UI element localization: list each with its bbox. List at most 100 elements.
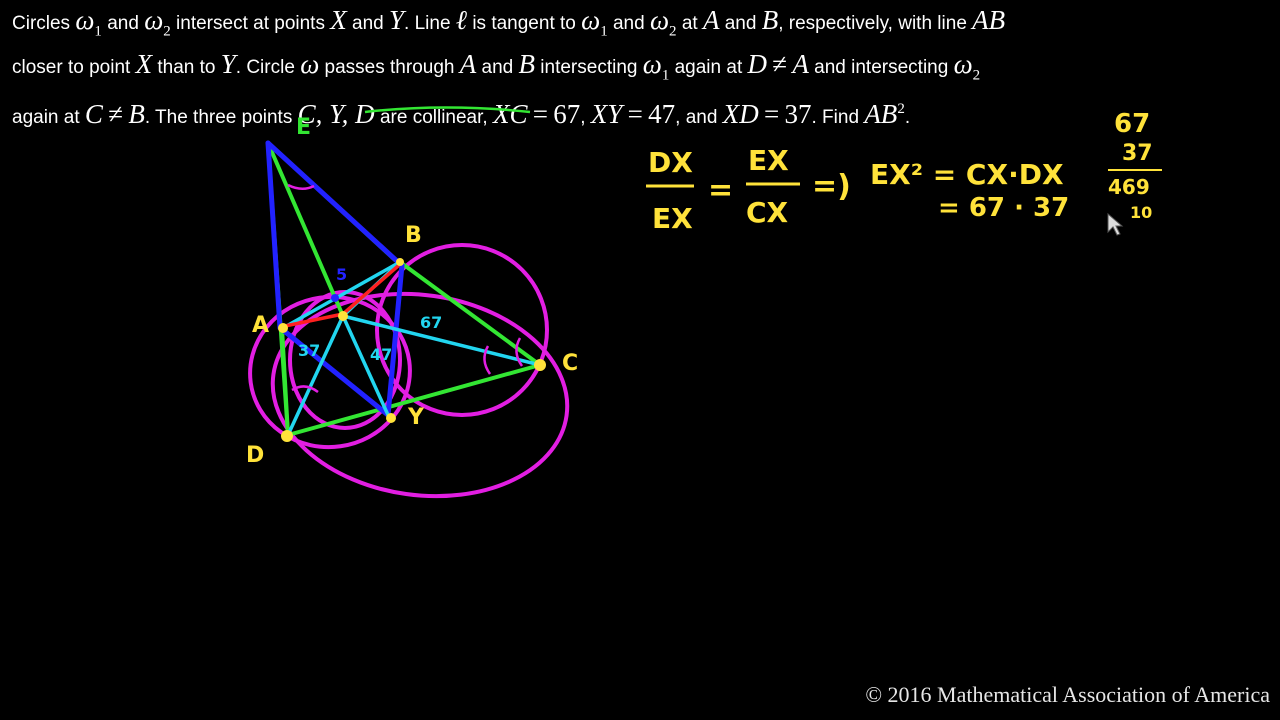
segment-xd: XD xyxy=(722,98,759,129)
point-b: B xyxy=(128,98,145,129)
text-run: and xyxy=(719,13,762,34)
copyright: © 2016 Mathematical Association of Ameri… xyxy=(865,682,1270,707)
point-y-dot xyxy=(386,413,396,423)
text-run: are collinear, xyxy=(374,106,493,128)
line-xc xyxy=(341,314,542,367)
text-run: closer to point xyxy=(12,57,136,79)
equals: = xyxy=(763,98,780,129)
text-run: . The three points xyxy=(144,106,298,128)
note-equation-2: = 67 · 37 xyxy=(938,193,1069,223)
value-67: 67 xyxy=(553,98,581,129)
label-5: 5 xyxy=(336,265,347,284)
note-dx: DX xyxy=(648,146,693,179)
point-a: A xyxy=(702,5,720,35)
problem-statement: Circles ω1 and ω2 intersect at points X … xyxy=(12,5,1006,129)
cursor-icon xyxy=(1107,212,1124,236)
text-run: , and xyxy=(675,106,723,128)
note-equation: EX² = CX·DX xyxy=(870,158,1064,191)
line-ell: ℓ xyxy=(455,5,468,35)
segment-ab: AB xyxy=(972,5,1006,35)
line-ex xyxy=(266,141,345,318)
angle-mark xyxy=(515,337,524,367)
not-equal: ≠ xyxy=(108,98,124,129)
text-run: and xyxy=(476,57,519,79)
point-d-dot xyxy=(281,430,293,442)
line-xd xyxy=(286,314,345,437)
text-run: and xyxy=(101,13,145,34)
point-mark xyxy=(331,294,339,302)
line-tangent-eb xyxy=(265,140,401,265)
not-equal: ≠ xyxy=(772,49,788,80)
handwritten-notes: DX EX = EX CX =) EX² = CX·DX = 67 · 37 xyxy=(646,144,1069,235)
text-run: is tangent to xyxy=(467,13,582,34)
note-cx: CX xyxy=(746,196,789,229)
note-ex-right: EX xyxy=(748,144,789,177)
label-d: D xyxy=(246,443,264,468)
point-y: Y xyxy=(220,49,236,80)
text-run: . xyxy=(904,106,911,128)
calc-10: 10 xyxy=(1130,203,1152,222)
omega-1: ω1 xyxy=(75,5,102,40)
text-run: . Find xyxy=(811,106,865,128)
ab-squared: AB2 xyxy=(864,98,905,129)
point-x-dot xyxy=(338,311,348,321)
point-c-dot xyxy=(534,359,546,371)
segment-xc: XC xyxy=(492,98,528,129)
label-37: 37 xyxy=(298,341,320,360)
label-b: B xyxy=(405,223,422,248)
line-ea xyxy=(265,140,283,331)
text-run: . Circle xyxy=(235,57,301,79)
text-run: . Line xyxy=(404,13,456,34)
point-b-dot xyxy=(396,258,404,266)
point-c: C xyxy=(84,98,103,129)
line-ax xyxy=(283,312,345,328)
angle-mark xyxy=(483,345,492,375)
calc-37: 37 xyxy=(1122,141,1153,166)
line-xy xyxy=(341,314,390,417)
note-ex: EX xyxy=(652,202,693,235)
label-a: A xyxy=(252,313,269,338)
text-run: intersecting xyxy=(535,57,643,79)
point-y: Y xyxy=(389,5,405,35)
segment-xy: XY xyxy=(590,98,623,129)
point-d: D xyxy=(747,49,768,80)
value-37: 37 xyxy=(784,98,812,129)
line-xb-red xyxy=(341,264,400,316)
angle-mark xyxy=(291,385,319,394)
label-47: 47 xyxy=(370,345,392,364)
line-ay xyxy=(280,327,391,418)
omega-2: ω2 xyxy=(144,5,171,40)
note-equals: = xyxy=(708,173,733,208)
value-47: 47 xyxy=(648,98,676,129)
point-x: X xyxy=(330,5,347,35)
line-by xyxy=(385,262,405,418)
point-b: B xyxy=(761,5,779,35)
blue-lines xyxy=(265,140,405,418)
omega: ω xyxy=(300,49,320,80)
circle-omega-2 xyxy=(375,243,549,417)
calc-469: 469 xyxy=(1108,175,1150,199)
points xyxy=(278,258,546,442)
text-run: than to xyxy=(152,57,221,79)
angle-marks xyxy=(287,183,524,394)
label-y: Y xyxy=(407,405,425,430)
label-c: C xyxy=(562,351,578,376)
omega-1: ω1 xyxy=(642,49,670,84)
point-labels: E B A C D Y xyxy=(246,115,578,468)
text-run: again at xyxy=(12,106,85,128)
point-a: A xyxy=(459,49,477,80)
equals: = xyxy=(627,98,643,129)
underline-mark xyxy=(364,106,531,114)
segment-labels: 5 67 37 47 xyxy=(298,265,442,364)
text-run: and xyxy=(346,13,389,34)
line-ad xyxy=(280,326,290,437)
line-ab xyxy=(281,260,402,330)
circles xyxy=(248,243,570,499)
omega-2: ω2 xyxy=(953,49,981,84)
calc-67: 67 xyxy=(1114,109,1150,139)
side-calculation: 67 37 469 10 xyxy=(1108,109,1162,222)
text-run: Circles xyxy=(12,13,76,34)
label-e: E xyxy=(296,115,311,140)
equals: = xyxy=(532,98,548,129)
